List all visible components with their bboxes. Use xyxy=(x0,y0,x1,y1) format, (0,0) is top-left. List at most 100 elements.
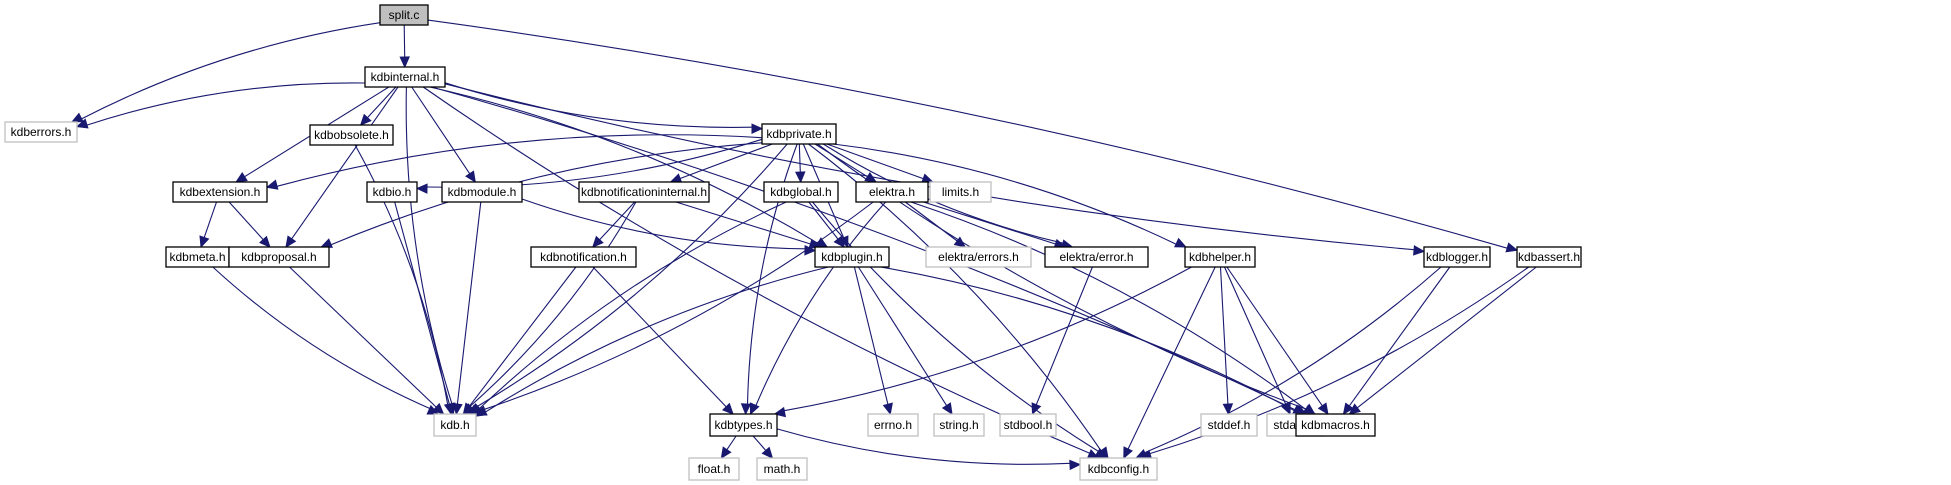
arrowhead-kdbinternal_h-to-kdbmodule_h xyxy=(465,170,476,184)
edge-elektra_h-to-kdbtypes_h xyxy=(755,201,887,406)
arrowhead-kdbhelper_h-to-kdbconfig_h xyxy=(1123,446,1134,460)
node-box xyxy=(867,413,919,437)
edge-elektra_error_h-to-stdbool_h xyxy=(1035,266,1093,405)
node-box xyxy=(441,181,523,203)
node-kdbtypes-h[interactable]: kdbtypes.h xyxy=(709,413,778,437)
edge-kdbinternal_h-to-kdb_h xyxy=(405,86,453,405)
node-box xyxy=(309,124,394,146)
node-box xyxy=(228,246,330,268)
arrowhead-kdbprivate_h-to-kdbtypes_h xyxy=(740,403,752,416)
edge-kdbhelper_h-to-stddef_h xyxy=(1219,266,1229,405)
node-kdbprivate-h[interactable]: kdbprivate.h xyxy=(761,123,837,145)
edge-kdbhelper_h-to-kdbmacros_h xyxy=(1226,266,1323,407)
edge-kdbprivate_h-to-kdbhelper_h xyxy=(833,143,1177,245)
edge-kdbplugin_h-to-kdb_h xyxy=(484,266,829,413)
node-kdbmeta-h[interactable]: kdbmeta.h xyxy=(165,246,230,268)
arrowhead-split_c-to-kdberrors_h xyxy=(70,112,84,123)
arrowhead-kdbprivate_h-to-kdbextension_h xyxy=(265,179,279,190)
arrowhead-kdbhelper_h-to-kdbmacros_h xyxy=(1317,402,1329,416)
node-label: kdbassert.h xyxy=(1518,250,1580,264)
edge-kdbinternal_h-to-kdblogger_h xyxy=(444,83,1415,251)
edge-kdblogger_h-to-kdbmacros_h xyxy=(1348,266,1451,407)
node-label: elektra/errors.h xyxy=(938,250,1019,264)
edge-kdbextension_h-to-kdbmeta_h xyxy=(203,201,218,238)
nodes-layer: split.c kdbinternal.h kdberrors.h kdbobsole… xyxy=(4,4,1582,481)
arrowhead-kdbio_h-to-kdb_h xyxy=(444,402,455,416)
node-label: elektra.h xyxy=(869,185,915,199)
node-label: stddef.h xyxy=(1208,418,1251,432)
node-string-h: string.h xyxy=(933,413,985,437)
node-elektra-error-h[interactable]: elektra/error.h xyxy=(1044,246,1149,268)
node-kdbglobal-h[interactable]: kdbglobal.h xyxy=(763,181,839,203)
node-kdb-h: kdb.h xyxy=(433,413,477,437)
arrowhead-kdbhelper_h-to-stddef_h xyxy=(1222,403,1234,416)
node-kdbextension-h[interactable]: kdbextension.h xyxy=(172,181,268,203)
arrowhead-elektra_error_h-to-stdbool_h xyxy=(1031,402,1042,416)
node-kdbio-h[interactable]: kdbio.h xyxy=(366,181,418,203)
arrowhead-kdbinternal_h-to-kdbproposal_h xyxy=(285,235,297,248)
edge-kdbplugin_h-to-string_h xyxy=(857,266,948,406)
arrowhead-split_c-to-kdbinternal_h xyxy=(399,56,410,69)
edge-kdbglobal_h-to-kdb_h xyxy=(479,201,787,409)
node-label: string.h xyxy=(939,418,978,432)
edge-split_c-to-kdbinternal_h xyxy=(403,24,406,58)
node-math-h: math.h xyxy=(756,457,808,481)
node-label: kdbtypes.h xyxy=(714,418,772,432)
node-kdbmacros-h[interactable]: kdbmacros.h xyxy=(1295,413,1376,437)
edge-kdbmeta_h-to-kdb_h xyxy=(212,266,431,410)
node-box xyxy=(1516,246,1582,268)
node-label: split.c xyxy=(389,8,420,22)
arrowhead-kdbextension_h-to-kdbproposal_h xyxy=(258,235,271,248)
edge-kdbinternal_h-to-kdbmacros_h xyxy=(431,86,1297,411)
arrowhead-kdbinternal_h-to-kdbobsolete_h xyxy=(359,113,372,126)
node-box xyxy=(1184,246,1256,268)
edge-split_c-to-kdberrors_h xyxy=(81,22,381,120)
node-box xyxy=(763,181,839,203)
node-kdbhelper-h[interactable]: kdbhelper.h xyxy=(1184,246,1256,268)
node-errno-h: errno.h xyxy=(867,413,919,437)
node-kdbobsolete-h[interactable]: kdbobsolete.h xyxy=(309,124,394,146)
node-kdbnotificationinternal-h[interactable]: kdbnotificationinternal.h xyxy=(578,181,710,203)
node-kdbassert-h[interactable]: kdbassert.h xyxy=(1516,246,1582,268)
arrowhead-kdbglobal_h-to-kdbconfig_h xyxy=(1094,447,1107,459)
node-kdbinternal-h[interactable]: kdbinternal.h xyxy=(364,66,446,88)
edge-kdbhelper_h-to-kdbconfig_h xyxy=(1127,266,1216,450)
node-box xyxy=(379,4,429,26)
edge-kdbprivate_h-to-limits_h xyxy=(826,143,924,180)
node-split-c[interactable]: split.c xyxy=(379,4,429,26)
node-box xyxy=(433,413,477,437)
node-label: kdbio.h xyxy=(373,185,412,199)
node-label: limits.h xyxy=(942,185,979,199)
edges-layer xyxy=(70,19,1537,471)
node-kdblogger-h[interactable]: kdblogger.h xyxy=(1423,246,1491,268)
node-kdbplugin-h[interactable]: kdbplugin.h xyxy=(814,246,890,268)
node-kdberrors-h: kdberrors.h xyxy=(4,121,78,143)
edge-kdbnotificationinternal_h-to-kdb_h xyxy=(469,201,637,407)
node-box xyxy=(814,246,890,268)
node-box xyxy=(999,413,1057,437)
arrowhead-kdbplugin_h-to-errno_h xyxy=(882,402,893,416)
arrowhead-kdbplugin_h-to-kdb_h xyxy=(474,406,488,417)
node-kdbnotification-h[interactable]: kdbnotification.h xyxy=(530,246,637,268)
node-label: kdbobsolete.h xyxy=(314,128,389,142)
node-elektra-h[interactable]: elektra.h xyxy=(855,181,929,203)
node-kdbproposal-h[interactable]: kdbproposal.h xyxy=(228,246,330,268)
node-label: kdbnotification.h xyxy=(540,250,627,264)
edge-kdbnotification_h-to-kdb_h xyxy=(469,266,577,407)
arrowhead-elektra_h-to-elektra_errors_h xyxy=(953,236,967,248)
edge-kdbglobal_h-to-kdbplugin_h xyxy=(808,201,839,240)
edge-elektra_h-to-elektra_error_h xyxy=(923,201,1056,245)
arrowhead-kdbassert_h-to-kdbmacros_h xyxy=(1348,403,1361,415)
node-box xyxy=(1423,246,1491,268)
node-label: kdbproposal.h xyxy=(241,250,316,264)
edge-elektra_h-to-kdb_h xyxy=(484,201,874,410)
node-box xyxy=(366,181,418,203)
edge-kdbproposal_h-to-kdb_h xyxy=(289,266,437,408)
edge-kdbinternal_h-to-kdbplugin_h xyxy=(429,86,819,244)
node-kdbmodule-h[interactable]: kdbmodule.h xyxy=(441,181,523,203)
node-box xyxy=(4,121,78,143)
arrowhead-kdbhelper_h-to-stdarg_h xyxy=(1280,402,1291,416)
node-box xyxy=(1200,413,1258,437)
edge-kdbprivate_h-to-kdbproposal_h xyxy=(330,142,763,246)
arrowhead-kdbplugin_h-to-string_h xyxy=(941,402,953,416)
